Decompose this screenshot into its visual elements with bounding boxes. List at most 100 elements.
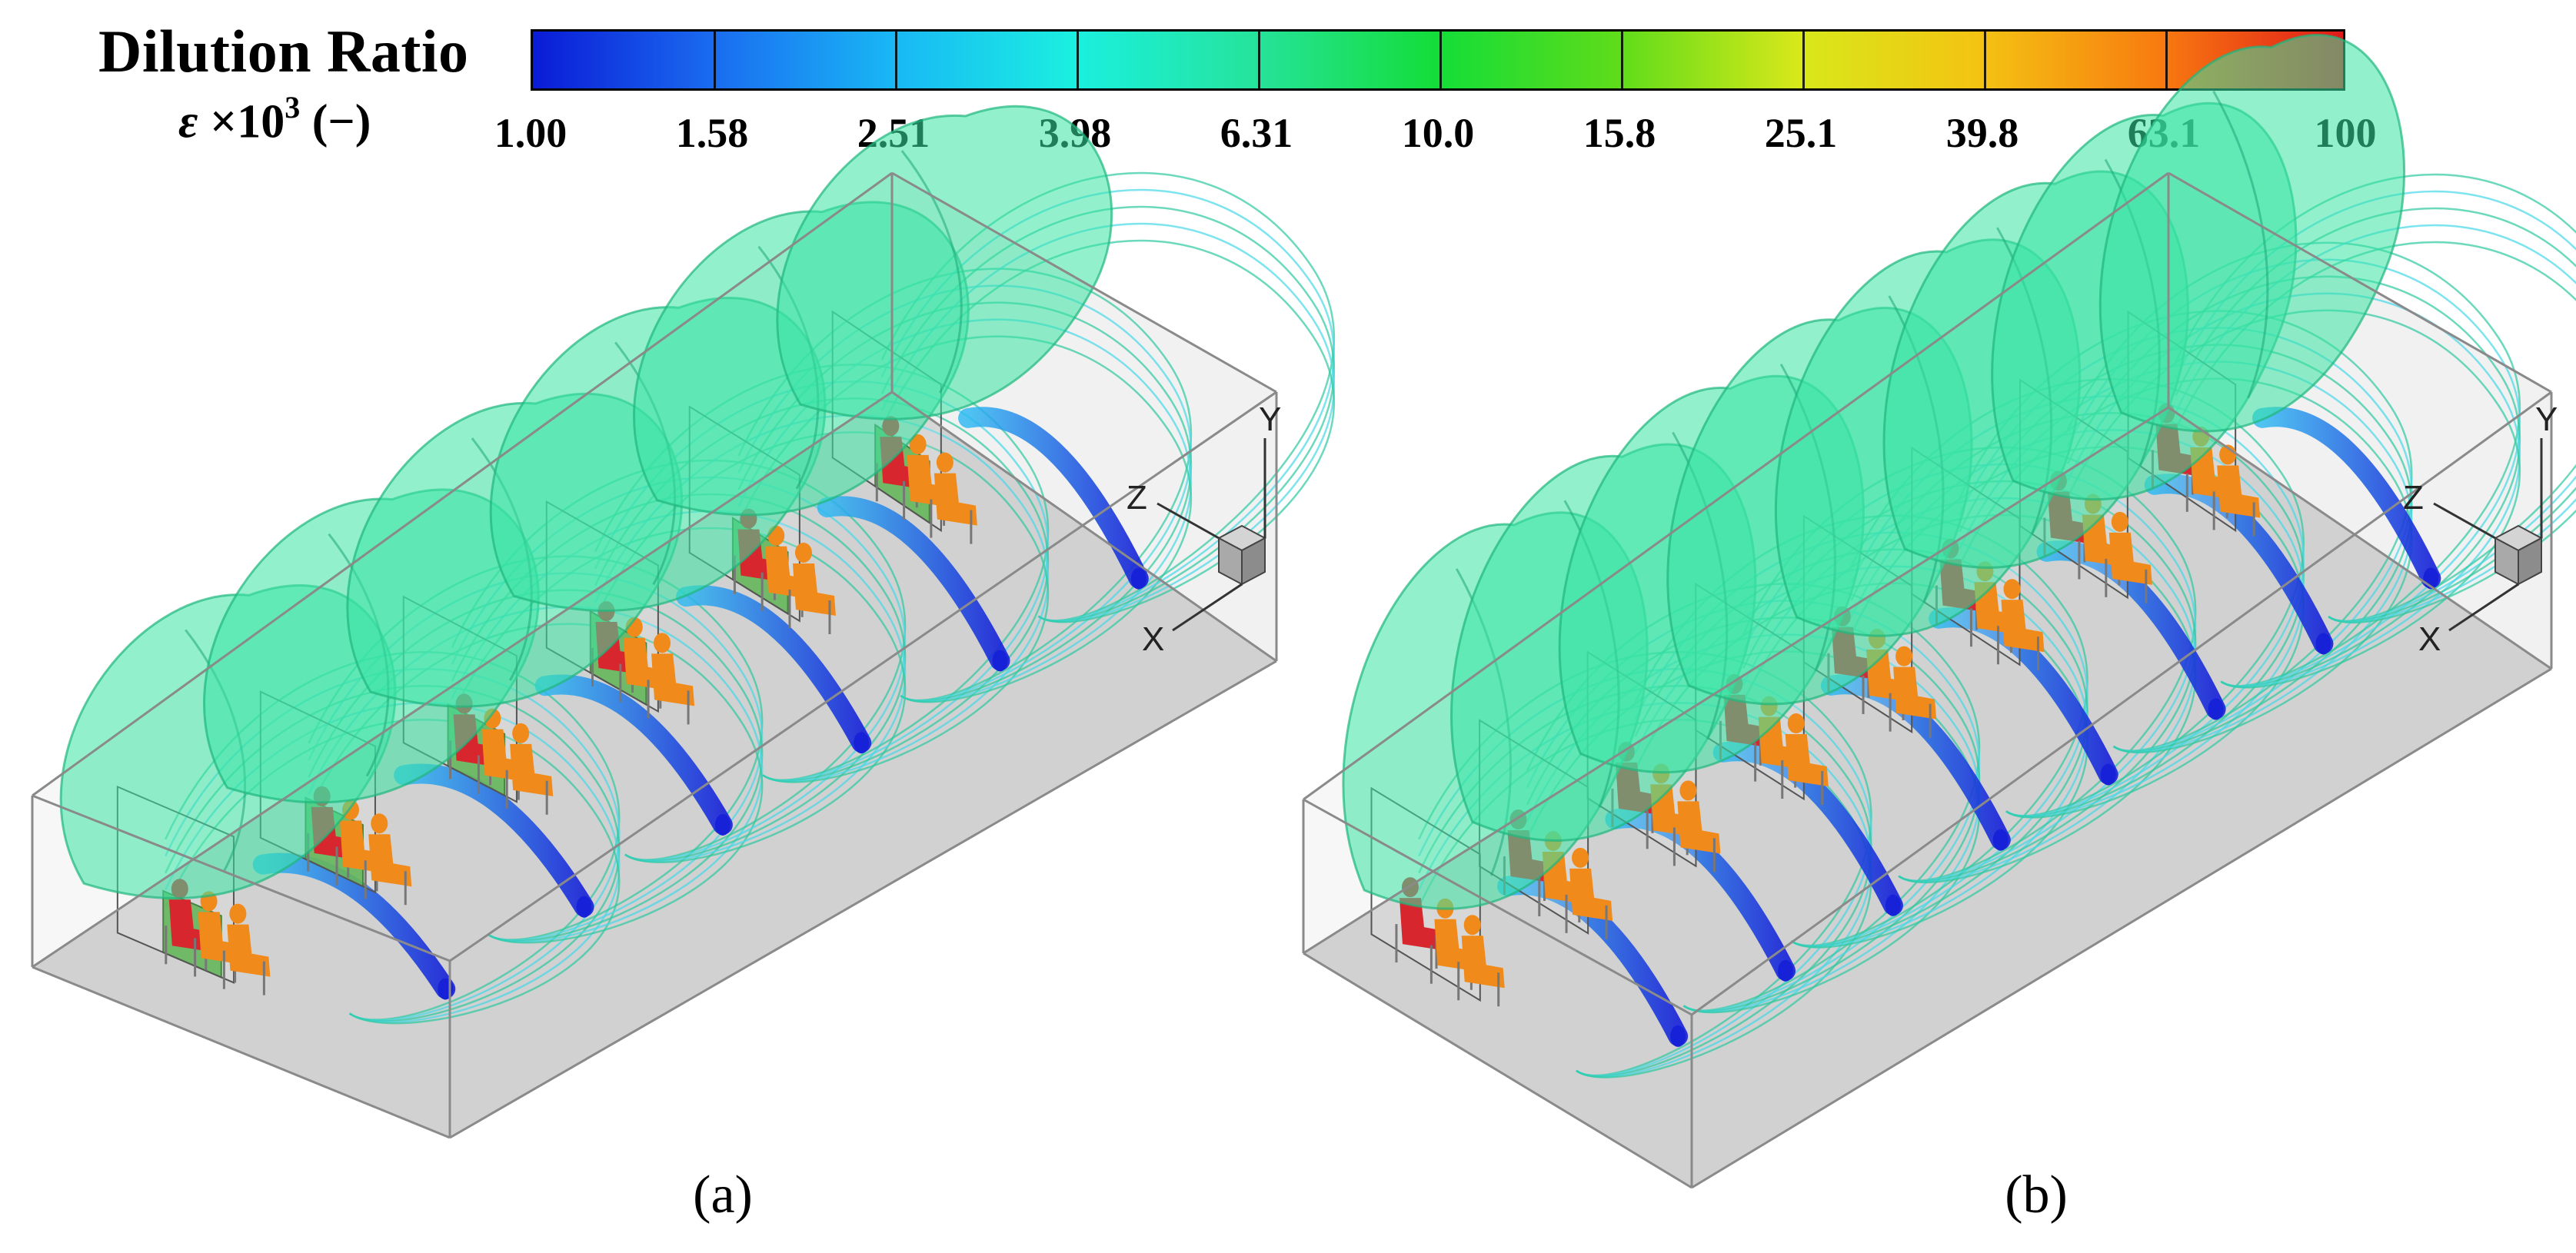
colorbar-tick-label: 15.8	[1583, 110, 1656, 156]
axis-y-label: Y	[1259, 400, 1281, 438]
legend-unit-multiplier: ×10	[209, 95, 285, 148]
supply-jet	[2036, 540, 2226, 720]
panel-a-scene: YZX	[31, 105, 1336, 1139]
axis-cube-right	[2518, 537, 2542, 586]
occupant-body	[1677, 801, 1721, 854]
axis-x-line	[2448, 583, 2519, 632]
dilution-isosurface	[776, 105, 1113, 420]
axis-z-label: Z	[1127, 479, 1147, 517]
legend-unit-exponent: 3	[285, 90, 301, 125]
occupant-head	[1463, 915, 1481, 936]
occupant-body	[934, 473, 977, 526]
occupant-body	[2108, 532, 2152, 585]
supply-jet	[958, 407, 1149, 589]
dilution-isosurface	[2098, 34, 2406, 433]
jet-outlet	[714, 813, 731, 836]
occupant-head	[794, 542, 812, 563]
colorbar-tick-label: 10.0	[1401, 110, 1475, 156]
jet-outlet	[1670, 1025, 1686, 1047]
colorbar-tick-7	[1802, 32, 1805, 88]
box-edge	[891, 171, 1277, 394]
occupant-head	[1895, 646, 1913, 666]
panel-label-a: (a)	[693, 1165, 753, 1225]
occupant-head	[1679, 780, 1697, 801]
occupant-head	[2111, 511, 2128, 532]
occupant-body	[2001, 600, 2045, 653]
legend-unit-symbol: ε	[178, 95, 198, 148]
colorbar-tick-8	[1983, 32, 1986, 88]
isosurface-fold	[2212, 90, 2269, 399]
supply-jet	[817, 496, 1010, 671]
colorbar-gradient	[533, 32, 2343, 88]
box-edge	[1691, 667, 2552, 1189]
box-edge	[1303, 406, 2169, 955]
jet-outlet	[1130, 567, 1147, 590]
colorbar-tick-3	[1076, 32, 1079, 88]
jet-outlet	[2315, 633, 2331, 655]
colorbar-tick-label: 1.00	[494, 110, 567, 156]
colorbar-tick-5	[1439, 32, 1442, 88]
occupant-body	[2217, 465, 2261, 518]
axis-cube-right	[1241, 537, 1266, 586]
box-edge	[2168, 406, 2552, 670]
occupant-body	[227, 924, 271, 977]
colorbar-tick-1	[713, 32, 716, 88]
occupant-head	[909, 434, 927, 454]
box-edge	[32, 794, 451, 962]
occupant-head	[371, 813, 388, 834]
colorbar-tick-label: 25.1	[1764, 110, 1838, 156]
jet-outlet	[1992, 829, 2009, 851]
colorbar-tick-2	[894, 32, 897, 88]
box-edge	[1303, 798, 1692, 1016]
supply-jet	[2144, 474, 2334, 654]
occupant-body	[1785, 734, 1829, 787]
occupant-body	[1893, 666, 1937, 720]
legend-unit: ε ×103 (−)	[178, 90, 371, 150]
panel-b-scene: YZX	[1302, 34, 2576, 1189]
colorbar-tick-6	[1620, 32, 1623, 88]
box-edge	[32, 171, 893, 797]
occupant-head	[229, 903, 247, 924]
box-edge	[449, 391, 1277, 962]
supply-jet	[676, 585, 872, 753]
occupant-head	[1787, 713, 1805, 734]
box-edge	[449, 660, 1277, 1139]
axis-z-line	[2433, 502, 2496, 540]
box-edge	[32, 391, 893, 969]
legend-unit-suffix: (−)	[311, 95, 371, 148]
floor	[32, 392, 1276, 1138]
occupant-head	[512, 723, 530, 743]
legend-title: Dilution Ratio	[98, 18, 469, 85]
occupant-head	[2003, 579, 2021, 600]
occupant-body	[1461, 936, 1505, 989]
box-edge	[32, 966, 451, 1139]
axis-z-label: Z	[2403, 479, 2424, 517]
supply-jet	[1820, 674, 2011, 850]
jet-outlet	[992, 650, 1008, 672]
occupant-body	[1569, 868, 1613, 921]
colorbar-tick-label: 39.8	[1945, 110, 2019, 156]
occupant-body	[368, 834, 412, 887]
axis-x-label: X	[2418, 620, 2441, 658]
jet-outlet	[576, 896, 592, 918]
occupant-head	[1572, 847, 1589, 868]
supply-jet	[2252, 407, 2441, 589]
axis-x-line	[1172, 583, 1243, 632]
jet-outlet	[854, 732, 870, 754]
colorbar	[531, 29, 2345, 91]
axis-z-line	[1157, 502, 1220, 540]
occupant-body	[1399, 898, 1443, 951]
jet-outlet	[1885, 894, 1901, 916]
occupant-body	[792, 563, 836, 616]
box-edge	[1691, 391, 2552, 1016]
occupant-head	[936, 452, 954, 473]
colorbar-tick-4	[1257, 32, 1260, 88]
isosurface-fold	[900, 150, 963, 394]
occupant-head	[654, 633, 671, 653]
box-edge	[891, 391, 1277, 663]
occupant-body	[510, 743, 554, 796]
jet-outlet	[2100, 763, 2116, 786]
colorbar-tick-label: 6.31	[1220, 110, 1293, 156]
jet-outlet	[2208, 698, 2224, 720]
